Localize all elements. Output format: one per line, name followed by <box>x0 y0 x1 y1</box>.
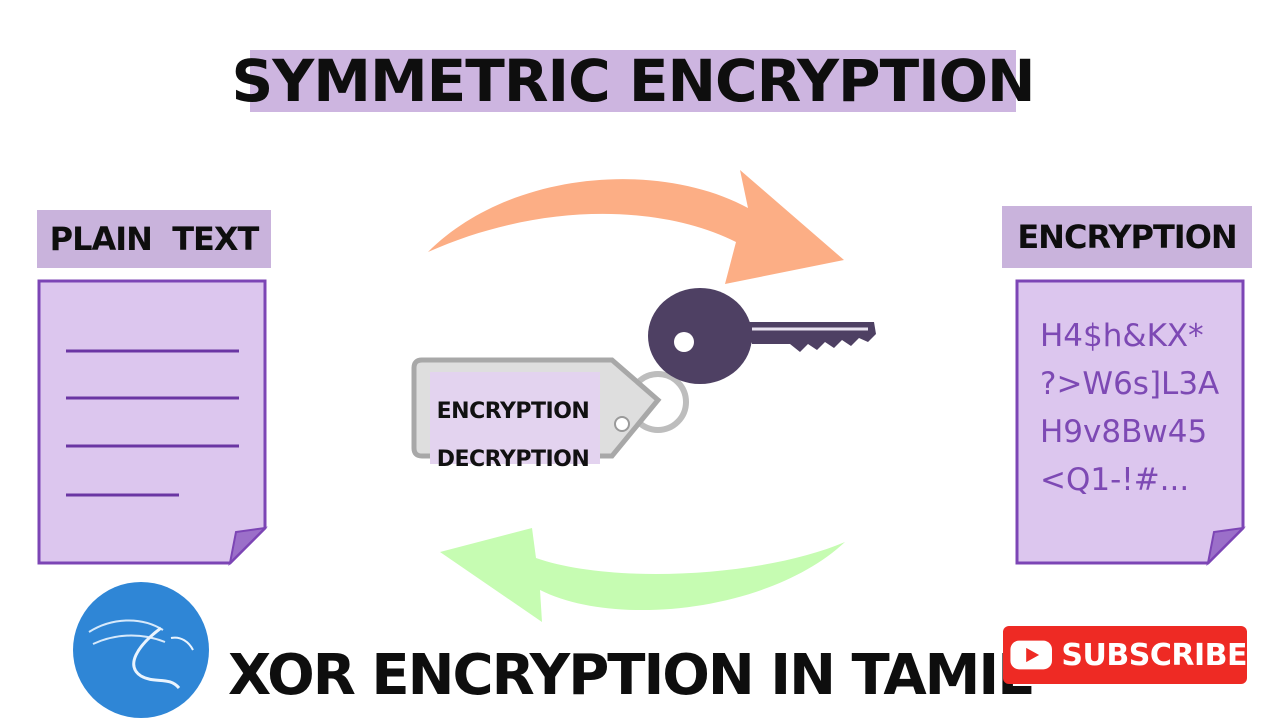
dragon-logo-icon[interactable] <box>71 580 211 720</box>
cipher-line: H4$h&KX* <box>1040 318 1204 354</box>
subscribe-label: SUBSCRIBE <box>1061 637 1247 673</box>
key-icon <box>648 288 876 384</box>
tag-line-decryption: DECRYPTION <box>436 447 590 472</box>
key-tag-label: ENCRYPTION DECRYPTION <box>428 388 598 484</box>
tag-line-encryption: ENCRYPTION <box>436 399 590 424</box>
curved-arrow-right-icon <box>428 170 844 284</box>
plain-text-document-icon <box>37 279 268 566</box>
cipher-line: H9v8Bw45 <box>1040 414 1208 450</box>
encryption-label: ENCRYPTION <box>1002 206 1252 268</box>
cipher-text: H4$h&KX* ?>W6s]L3A H9v8Bw45 <Q1-!#... <box>1040 312 1240 504</box>
youtube-play-icon <box>1010 640 1052 670</box>
subscribe-button[interactable]: SUBSCRIBE <box>1003 626 1247 684</box>
cipher-line: <Q1-!#... <box>1040 462 1190 498</box>
plain-text-label: PLAIN TEXT <box>37 210 271 268</box>
curved-arrow-left-icon <box>440 528 845 622</box>
cipher-text-document-icon <box>1015 279 1246 566</box>
encryption-cycle-diagram <box>411 170 876 622</box>
key-tag-icon <box>411 357 662 464</box>
title-band <box>250 50 1016 112</box>
page-title: SYMMETRIC ENCRYPTION <box>231 47 1035 115</box>
video-title: XOR ENCRYPTION IN TAMIL <box>228 642 1033 708</box>
cipher-line: ?>W6s]L3A <box>1040 366 1220 402</box>
